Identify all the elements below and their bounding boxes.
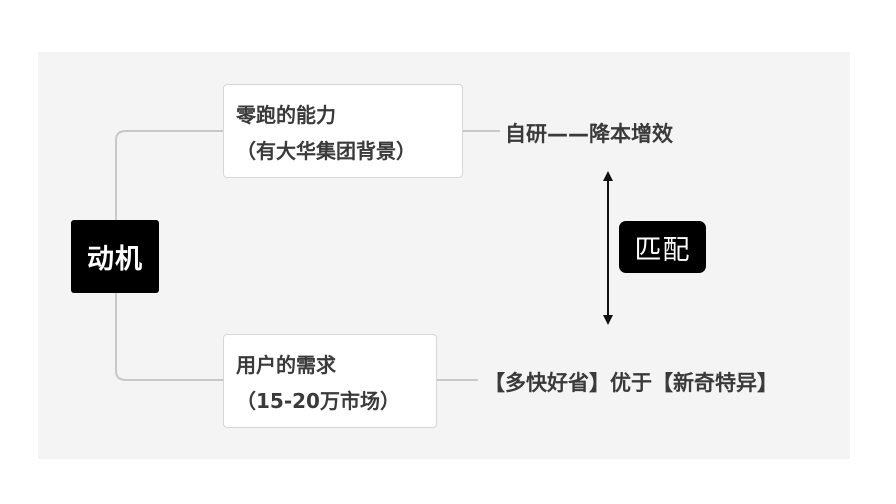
match-badge: 匹配: [619, 221, 706, 273]
connector-root-branch-1: [115, 130, 223, 220]
connector-root-branch-2: [115, 293, 223, 381]
topic-2-subtitle: （15-20万市场）: [236, 389, 400, 413]
topic-node-capability: 零跑的能力 （有大华集团背景）: [223, 84, 463, 178]
topic-2-title: 用户的需求: [236, 353, 336, 377]
topic-1-title: 零跑的能力: [236, 103, 336, 127]
match-label: 匹配: [634, 234, 691, 266]
topic-node-user-demand: 用户的需求 （15-20万市场）: [223, 334, 437, 428]
leaf-capability-outcome: 自研——降本增效: [505, 122, 673, 146]
root-node: 动机: [71, 220, 159, 293]
leaf-demand-outcome: 【多快好省】优于【新奇特异】: [484, 371, 778, 395]
topic-1-subtitle: （有大华集团背景）: [236, 139, 416, 163]
root-label: 动机: [87, 244, 143, 275]
